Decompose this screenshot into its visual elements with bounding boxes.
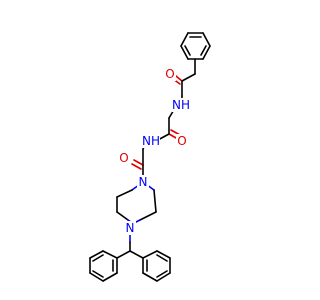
molecule-diagram: O NH O NH O N N (89, 32, 211, 282)
svg-text:NH: NH (142, 134, 160, 148)
benzhydryl-center (116, 234, 144, 259)
top-phenyl-ring (180, 32, 211, 60)
svg-text:N: N (126, 221, 135, 235)
atom-label-o2: O (176, 134, 188, 148)
atom-label-o1: O (164, 67, 176, 81)
svg-text:NH: NH (172, 98, 190, 112)
left-phenyl-ring (89, 250, 118, 282)
phenylacetyl-chain (172, 58, 196, 97)
atom-label-n3: N (137, 175, 149, 189)
svg-text:O: O (177, 134, 186, 148)
svg-text:O: O (165, 67, 174, 81)
svg-text:O: O (119, 151, 128, 165)
atom-label-n1: NH (172, 98, 190, 112)
right-phenyl-ring (142, 250, 171, 282)
atom-label-n2: NH (142, 134, 160, 148)
atom-label-o3: O (118, 151, 130, 165)
piperazine-ring (116, 181, 157, 223)
atom-label-n4: N (124, 221, 136, 235)
svg-text:N: N (139, 175, 148, 189)
